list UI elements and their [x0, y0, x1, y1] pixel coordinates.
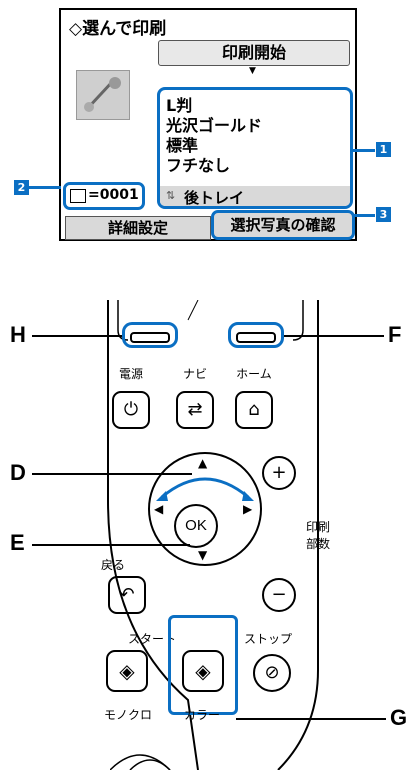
setting-paper-size: L判 [166, 96, 193, 115]
panel-bottom-decor [110, 754, 171, 770]
mono-start-button[interactable]: ◈ [106, 650, 148, 692]
copies-box: =0001 [63, 182, 145, 210]
color-label: カラー [183, 708, 220, 722]
setting-quality: 標準 [166, 136, 199, 155]
tray-bar: ⇅ 後トレイ [160, 186, 350, 207]
edit-icon: ◇ [69, 19, 83, 39]
label-H: H [10, 322, 26, 347]
tray-label: 後トレイ [184, 189, 245, 207]
stop-button[interactable]: ⊘ [253, 654, 291, 692]
line-G [236, 718, 386, 720]
label-F: F [388, 322, 402, 347]
line-E [32, 544, 190, 546]
color-start-button[interactable]: ◈ [182, 650, 224, 692]
photo-thumbnail-image [84, 77, 121, 112]
function-button-right-inner [236, 332, 276, 343]
power-icon: ⏻ [123, 399, 139, 420]
dpad[interactable] [148, 452, 262, 566]
callout-2: 2 [14, 180, 29, 195]
label-G: G [390, 705, 408, 730]
up-arrow-icon[interactable]: ▲ [198, 456, 208, 470]
tray-icon: ⇅ [166, 189, 176, 202]
setting-media-type: 光沢ゴールド [166, 116, 263, 135]
back-icon: ↶ [119, 584, 135, 605]
function-button-left-inner [130, 332, 170, 343]
back-button[interactable]: ↶ [108, 576, 146, 614]
callout-3: 3 [376, 207, 391, 222]
callout-line-1 [353, 149, 375, 152]
function-button-right[interactable] [228, 322, 284, 348]
home-button[interactable]: ⌂ [235, 391, 273, 429]
start-icon: ◈ [195, 659, 211, 683]
setting-border: フチなし [166, 156, 231, 175]
lcd-title: ◇選んで印刷 [69, 19, 167, 39]
copies-count: =0001 [88, 187, 139, 203]
callout-line-2 [29, 186, 61, 189]
navi-button[interactable]: ⇄ [176, 391, 214, 429]
right-arrow-icon[interactable]: ▶ [243, 502, 253, 516]
scroll-wheel-arrow [156, 477, 254, 501]
print-copies-label: 印刷 部数 [305, 520, 330, 551]
left-arrow-icon[interactable]: ◀ [154, 502, 164, 516]
power-button[interactable]: ⏻ [112, 391, 150, 429]
print-start-button[interactable]: 印刷開始 [158, 40, 350, 66]
home-label: ホーム [236, 367, 272, 381]
ok-button[interactable]: OK [174, 504, 218, 548]
photo-thumbnail [76, 70, 130, 120]
start-label: スタート [127, 632, 176, 646]
mono-label: モノクロ [103, 708, 152, 722]
minus-button[interactable]: − [262, 578, 296, 612]
line-H [32, 335, 122, 337]
detail-settings-button[interactable]: 詳細設定 [65, 216, 211, 240]
copies-icon [70, 189, 86, 203]
start-icon: ◈ [119, 659, 135, 683]
line-D [32, 473, 192, 475]
label-D: D [10, 460, 26, 485]
stop-label: ストップ [243, 632, 292, 646]
callout-1: 1 [376, 142, 391, 157]
home-icon: ⌂ [248, 399, 260, 420]
navi-label: ナビ [182, 367, 207, 381]
confirm-selected-photos-button[interactable]: 選択写真の確認 [211, 210, 355, 240]
down-arrow-pad-icon[interactable]: ▼ [198, 548, 208, 562]
plus-button[interactable]: + [262, 456, 296, 490]
back-label: 戻る [100, 558, 125, 572]
print-settings-box: L判 光沢ゴールド 標準 フチなし ⇅ 後トレイ [157, 87, 353, 209]
label-E: E [10, 530, 25, 555]
color-start-highlight [168, 615, 238, 715]
stop-icon: ⊘ [264, 662, 280, 683]
power-label: 電源 [118, 367, 143, 381]
line-F [284, 335, 384, 337]
lcd-screen: ◇選んで印刷 印刷開始 ▼ L判 光沢ゴールド 標準 フチなし ⇅ 後トレイ =… [59, 8, 357, 241]
callout-line-3 [353, 214, 375, 217]
down-arrow-icon: ▼ [249, 66, 256, 76]
function-button-left[interactable] [122, 322, 178, 348]
navi-icon: ⇄ [187, 399, 203, 420]
